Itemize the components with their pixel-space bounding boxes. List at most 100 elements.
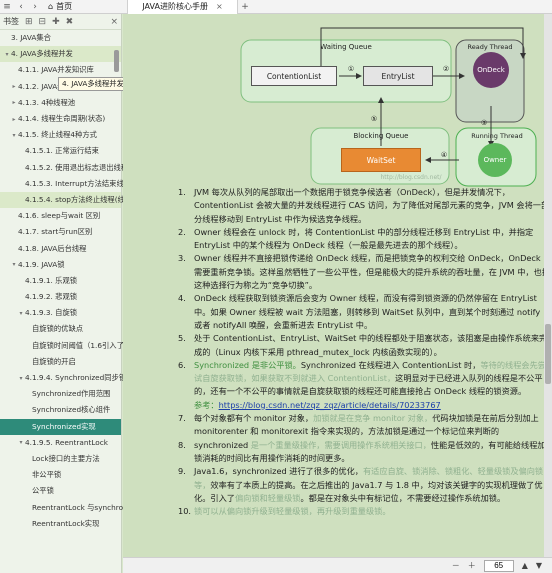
paragraph-number: 8. xyxy=(178,439,186,450)
bookmark-item[interactable]: 自旋锁的开启 xyxy=(0,354,121,370)
bookmark-item[interactable]: 自旋锁时间阈值（1.6引入了适应性自旋锁） xyxy=(0,338,175,354)
bookmark-item[interactable]: ▸4.1.4. 线程生命周期(状态) xyxy=(0,111,121,127)
chevron-down-icon[interactable]: ▾ xyxy=(12,261,16,269)
bookmark-item-label: 公平锁 xyxy=(32,486,54,496)
chevron-down-icon[interactable]: ▾ xyxy=(19,439,23,447)
paragraph-text: 锁可以从偏向锁升级到轻量级锁，再升级到重量级锁。 xyxy=(194,505,550,518)
tab-document[interactable]: JAVA进阶核心手册 × xyxy=(128,0,238,14)
step-2: ② xyxy=(442,65,450,73)
bookmark-item[interactable]: 非公平锁 xyxy=(0,467,121,483)
bookmark-item[interactable]: Synchronized实现 xyxy=(0,418,121,435)
bookmark-item[interactable]: 4.1.5.1. 正常运行结束 xyxy=(0,143,121,159)
bookmark-item-label: 4.1.9.3. 自旋锁 xyxy=(25,308,78,318)
sidebar-scrollbar[interactable] xyxy=(114,50,119,72)
bookmark-item[interactable]: ▾4.1.9.3. 自旋锁 xyxy=(0,305,121,321)
page-number-input[interactable] xyxy=(483,559,514,572)
bookmark-item[interactable]: 4.1.9.2. 悲观锁 xyxy=(0,289,121,305)
bookmark-item-label: 4.1.4. 线程生命周期(状态) xyxy=(18,114,106,124)
chevron-down-icon[interactable]: ▾ xyxy=(19,374,23,382)
text-run: 每个对象都有个 monitor 对象， xyxy=(194,413,314,424)
bookmark-item[interactable]: 自旋锁的优缺点 xyxy=(0,321,121,337)
bookmark-item[interactable]: ▸4.1.3. 4种线程池 xyxy=(0,95,121,111)
zoom-out-icon[interactable]: － xyxy=(451,561,460,570)
bookmark-add-icon[interactable]: ✚ xyxy=(52,16,60,27)
bookmark-item[interactable]: Synchronized作用范围 xyxy=(0,386,121,402)
paragraph: 4.OnDeck 线程获取到锁资源后会变为 Owner 线程，而没有得到锁资源的… xyxy=(178,292,550,332)
bookmark-item[interactable]: ▾4.1.9. JAVA锁 xyxy=(0,257,121,273)
paragraph-number: 2. xyxy=(178,226,186,237)
step-4: ④ xyxy=(440,151,448,159)
bookmark-item[interactable]: Synchronized核心组件 xyxy=(0,402,121,418)
chevron-down-icon[interactable]: ▾ xyxy=(5,50,9,58)
document-scrollbar[interactable] xyxy=(544,14,552,557)
menu-icon[interactable]: ≡ xyxy=(3,1,11,12)
bookmark-item[interactable]: 4.1.5.4. stop方法终止线程(线程不安全) xyxy=(0,191,157,209)
sidebar-close-icon[interactable]: × xyxy=(110,16,118,27)
sidebar-header: 书签 ⊞ ⊟ ✚ ✖ × xyxy=(0,14,121,30)
bookmark-delete-icon[interactable]: ✖ xyxy=(65,16,74,27)
document-viewer: Waiting Queue ContentionList EntryList R… xyxy=(123,14,552,557)
chevron-right-icon[interactable]: ▸ xyxy=(12,83,16,91)
bookmark-item[interactable]: ▾4.1.5. 终止线程4种方式 xyxy=(0,127,121,143)
zoom-in-icon[interactable]: ＋ xyxy=(467,561,476,570)
bookmark-item[interactable]: 4.1.5.2. 使用退出标志退出线程 xyxy=(0,160,128,176)
bookmark-item[interactable]: 4.1.6. sleep与wait 区别 xyxy=(0,208,121,224)
bookmark-item[interactable]: 4.1.1. JAVA并发知识库 xyxy=(0,62,121,78)
tab-document-label: JAVA进阶核心手册 xyxy=(142,2,208,11)
bookmark-item-label: Synchronized实现 xyxy=(32,421,96,431)
chevron-right-icon[interactable]: ▸ xyxy=(12,115,16,123)
home-icon: ⌂ xyxy=(48,2,54,11)
waiting-queue-label: Waiting Queue xyxy=(320,43,372,51)
forward-icon[interactable]: › xyxy=(33,1,37,12)
chevron-down-icon[interactable]: ▾ xyxy=(12,131,16,139)
bookmark-item[interactable]: 4.1.9.1. 乐观锁 xyxy=(0,273,121,289)
paragraph-number: 5. xyxy=(178,333,186,344)
text-run: 。都是在对象头中有标记位，不需要经过操作系统加锁。 xyxy=(300,492,506,503)
bookmark-item[interactable]: ▾4. JAVA多线程并发 xyxy=(0,46,121,63)
paragraph-number: 10. xyxy=(178,506,192,517)
reference-link[interactable]: https://blog.csdn.net/zqz_zqz/article/de… xyxy=(218,399,441,410)
close-icon[interactable]: × xyxy=(215,2,223,11)
bookmark-item[interactable]: 公平锁 xyxy=(0,483,121,499)
bookmark-item[interactable]: 3. JAVA集合 xyxy=(0,30,121,46)
bookmark-item[interactable]: 4.1.7. start与run区别 xyxy=(0,224,121,240)
chevron-down-icon[interactable]: ▾ xyxy=(19,309,23,317)
paragraph: 5.处于 ContentionList、EntryList、WaitSet 中的… xyxy=(178,332,550,359)
blocking-queue-label: Blocking Queue xyxy=(353,132,409,140)
text-run: 这明显对于已经进入队列的线程是不公平的，还有一个不公平的事情就是自旋获取锁的线程… xyxy=(194,373,543,397)
document-scrollbar-thumb[interactable] xyxy=(545,324,551,384)
bookmark-item[interactable]: ▾4.1.9.4. Synchronized同步锁 xyxy=(0,370,126,386)
owner-node xyxy=(478,143,512,177)
ondeck-label: OnDeck xyxy=(477,66,505,74)
bookmark-item[interactable]: 4.1.5.3. Interrupt方法结束线程 xyxy=(0,176,131,192)
text-run: 参考： xyxy=(194,399,219,410)
page-down-button[interactable]: ▼ xyxy=(535,561,542,570)
text-run: Owner 线程并不直接把锁传递给 OnDeck 线程，而是把锁竞争的权利交给 … xyxy=(194,253,550,291)
collapse-all-icon[interactable]: ⊟ xyxy=(38,16,47,27)
paragraph: 6.Synchronized 是非公平锁。Synchronized 在线程进入 … xyxy=(178,359,550,399)
paragraph-number: 6. xyxy=(178,359,186,370)
bookmark-item-label: 4.1.5.4. stop方法终止线程(线程不安全) xyxy=(25,194,157,204)
bookmark-sidebar: 书签 ⊞ ⊟ ✚ ✖ × 3. JAVA集合▾4. JAVA多线程并发 4.1.1… xyxy=(0,14,175,573)
bookmark-item-label: ReentrantLock 与synchronized xyxy=(32,502,143,512)
bookmark-item[interactable]: ReentrantLock实现 xyxy=(0,516,121,532)
ready-thread-label: Ready Thread xyxy=(467,43,513,51)
paragraph-number: 9. xyxy=(178,466,186,477)
bookmark-item[interactable]: Lock接口的主要方法 xyxy=(0,451,121,467)
paragraph: 2.Owner 线程会在 unlock 时，将 ContentionList 中… xyxy=(178,226,550,253)
bookmark-item[interactable]: ReentrantLock 与synchronized xyxy=(0,499,143,515)
text-run: 等待的线程会先尝试自旋获取锁，如果获取不到就进入 ContentionList， xyxy=(194,359,546,384)
bookmark-item-label: 4.1.9.2. 悲观锁 xyxy=(25,292,78,302)
back-icon[interactable]: ‹ xyxy=(19,1,23,12)
bookmark-item-label: 4.1.1. JAVA并发知识库 xyxy=(18,65,94,75)
text-run: synchronized xyxy=(194,439,251,450)
page-up-button[interactable]: ▲ xyxy=(521,561,528,570)
expand-all-icon[interactable]: ⊞ xyxy=(25,16,33,27)
bookmark-item[interactable]: 4.1.8. JAVA后台线程 xyxy=(0,240,121,256)
tab-home[interactable]: ⌂ 首页 xyxy=(42,0,128,14)
add-tab-button[interactable]: + xyxy=(241,1,249,12)
chevron-right-icon[interactable]: ▸ xyxy=(12,99,16,107)
bookmark-item[interactable]: ▾4.1.9.5. ReentrantLock xyxy=(0,435,121,451)
bookmark-item-label: ReentrantLock实现 xyxy=(32,518,100,528)
